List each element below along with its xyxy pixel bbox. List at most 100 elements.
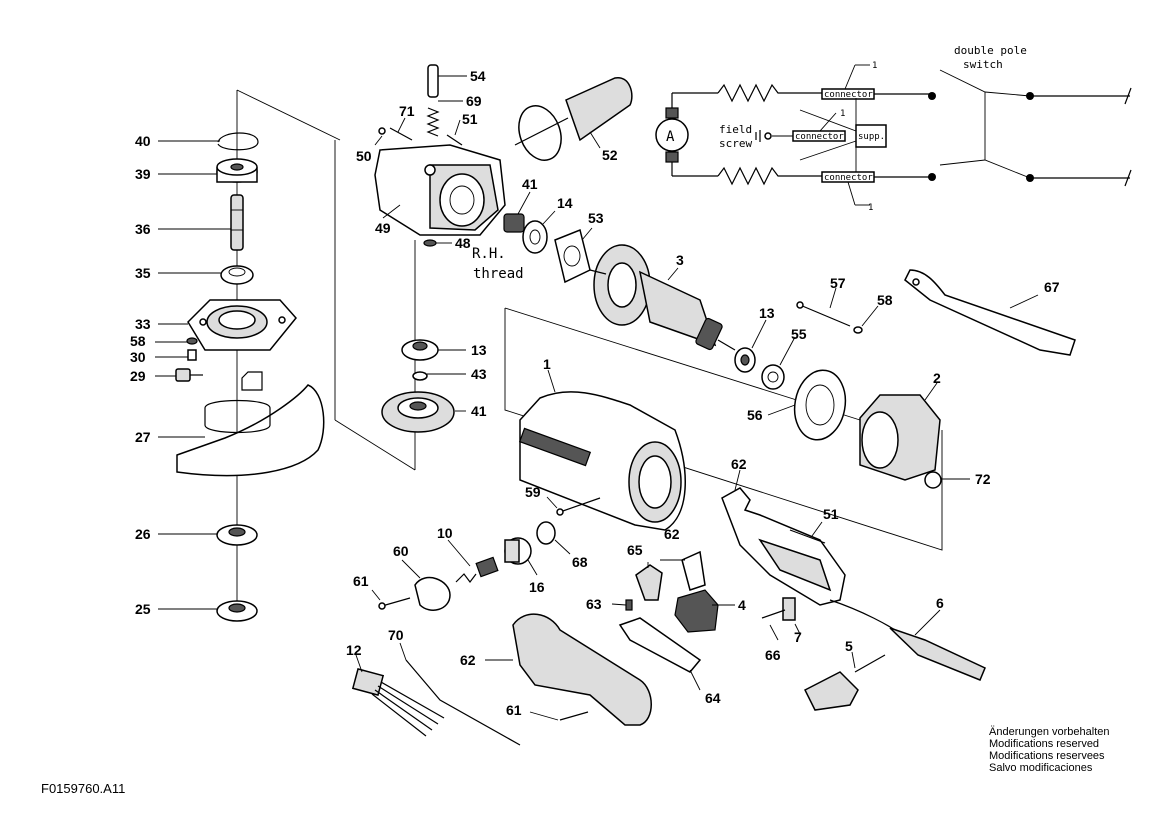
- screw-label: screw: [719, 137, 752, 150]
- callout-72: 72: [975, 471, 991, 487]
- callout-39: 39: [135, 166, 151, 182]
- wiring-callout-top: 1: [872, 61, 877, 71]
- baffle-plate-part: [793, 369, 847, 441]
- callout-61-bottom: 61: [506, 702, 522, 718]
- callout-29: 29: [130, 368, 146, 384]
- callout-13-left: 13: [471, 342, 487, 358]
- plug-part: [803, 671, 859, 711]
- callout-60: 60: [393, 543, 409, 559]
- callout-41-top: 41: [522, 176, 538, 192]
- spindle-part: [230, 194, 244, 251]
- carbon-brush-part: [475, 556, 499, 578]
- callout-65: 65: [627, 542, 643, 558]
- grommet-part: [924, 471, 942, 489]
- callout-58-right: 58: [877, 292, 893, 308]
- callout-64: 64: [705, 690, 721, 706]
- modification-notes: Änderungen vorbehalten Modifications res…: [989, 726, 1109, 774]
- callout-7: 7: [794, 629, 802, 645]
- spanner-part: [904, 269, 1076, 356]
- suppressor: [855, 124, 887, 148]
- slider-part: [635, 564, 663, 601]
- ring-68-part: [536, 521, 556, 545]
- callout-41-bottom: 41: [471, 403, 487, 419]
- callout-27: 27: [135, 429, 151, 445]
- callout-62-bottom: 62: [460, 652, 476, 668]
- callout-66: 66: [765, 647, 781, 663]
- callout-25: 25: [135, 601, 151, 617]
- callout-51-right: 51: [823, 506, 839, 522]
- callout-59: 59: [525, 484, 541, 500]
- circlip-part: [217, 132, 259, 151]
- callout-3: 3: [676, 252, 684, 268]
- motor-label: A: [666, 129, 675, 145]
- spring-part: [426, 107, 440, 137]
- brush-cap-part: [414, 576, 451, 611]
- callout-35: 35: [135, 265, 151, 281]
- wiring-callout-bottom: 1: [868, 203, 873, 213]
- callout-48: 48: [455, 235, 471, 251]
- wheel-guard-part: [176, 384, 325, 477]
- thread-label-line-1: R.H.: [472, 246, 506, 262]
- callout-57: 57: [830, 275, 846, 291]
- wiring-callout-middle: 1: [840, 109, 845, 119]
- thread-label-line-2: thread: [473, 266, 524, 282]
- callout-16: 16: [529, 579, 545, 595]
- callout-53: 53: [588, 210, 604, 226]
- note-line-es: Salvo modificaciones: [989, 762, 1093, 774]
- callout-1: 1: [543, 356, 551, 372]
- callout-5: 5: [845, 638, 853, 654]
- callout-50: 50: [356, 148, 372, 164]
- note-line-en: Modifications reserved: [989, 738, 1100, 750]
- gear-head: [374, 64, 633, 433]
- armature-part: [638, 270, 717, 347]
- callout-6: 6: [936, 595, 944, 611]
- connector-middle-label: connector: [795, 132, 844, 142]
- callout-62-middle: 62: [664, 526, 680, 542]
- armature: [589, 244, 796, 390]
- callout-52: 52: [602, 147, 618, 163]
- document-id: F0159760.A11: [41, 781, 126, 796]
- callout-40: 40: [135, 133, 151, 149]
- callout-54: 54: [470, 68, 486, 84]
- cable-tie-part: [405, 659, 521, 746]
- callout-69: 69: [466, 93, 482, 109]
- bearing-part-55: [761, 364, 785, 390]
- motor-housing: [504, 269, 1076, 551]
- connector-bottom-label: connector: [824, 173, 873, 183]
- callout-68: 68: [572, 554, 588, 570]
- note-line-de: Änderungen vorbehalten: [989, 726, 1110, 738]
- switch-handle: [351, 469, 986, 746]
- callout-49: 49: [375, 220, 391, 236]
- callout-62-top: 62: [731, 456, 747, 472]
- callout-51-top: 51: [462, 111, 478, 127]
- switch-label-line-2: switch: [963, 58, 1003, 71]
- plate-part: [554, 228, 591, 284]
- callout-61-left: 61: [353, 573, 369, 589]
- connector-top-label: connector: [824, 90, 873, 100]
- callout-13-right: 13: [759, 305, 775, 321]
- motor-symbol: [655, 118, 689, 152]
- callout-55: 55: [791, 326, 807, 342]
- callout-43: 43: [471, 366, 487, 382]
- connector-block-part: [351, 668, 385, 696]
- switch-label-line-1: double pole: [954, 44, 1027, 57]
- callout-14: 14: [557, 195, 573, 211]
- callout-63: 63: [586, 596, 602, 612]
- field-coil-upper: [717, 83, 822, 103]
- switch-part: [674, 589, 719, 633]
- callout-26: 26: [135, 526, 151, 542]
- pinion-part: [503, 213, 525, 233]
- field-label: field: [719, 123, 752, 136]
- note-line-fr: Modifications reservees: [989, 750, 1105, 762]
- wiring-schematic: [655, 64, 1132, 206]
- callout-70: 70: [388, 627, 404, 643]
- callout-2: 2: [933, 370, 941, 386]
- suppressor-label: supp.: [858, 132, 885, 142]
- callout-71: 71: [399, 103, 415, 119]
- callout-10: 10: [437, 525, 453, 541]
- left-assembly: [155, 90, 325, 622]
- switch-cover-part: [618, 617, 702, 673]
- callout-4: 4: [738, 597, 746, 613]
- callout-30: 30: [130, 349, 146, 365]
